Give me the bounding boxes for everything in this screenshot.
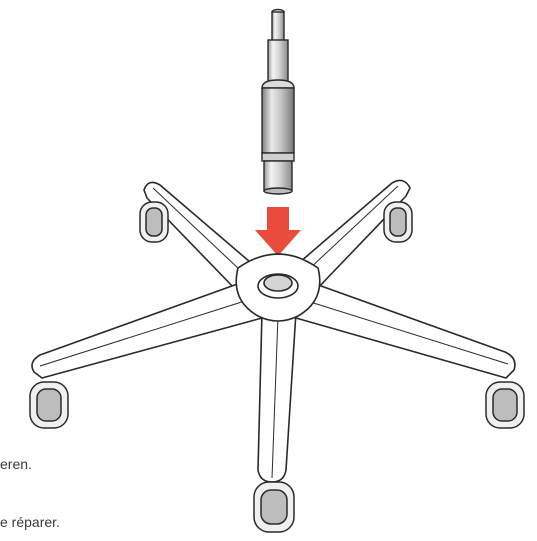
down-arrow-icon [255, 207, 301, 256]
instruction-text-fragment-1: eren. [0, 456, 32, 472]
instruction-text-fragment-2: e réparer. [0, 514, 60, 530]
gas-cylinder-icon [262, 10, 294, 195]
